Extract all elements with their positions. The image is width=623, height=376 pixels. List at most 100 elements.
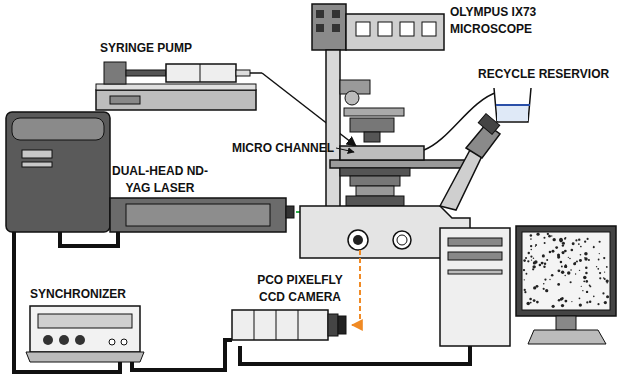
particle-dot xyxy=(524,289,526,291)
particle-dot xyxy=(586,280,589,283)
microscope xyxy=(356,186,394,196)
particle-dot xyxy=(604,301,607,304)
syringe-pump xyxy=(200,64,201,82)
particle-dot xyxy=(584,257,585,258)
particle-dot xyxy=(567,271,570,274)
particle-dot xyxy=(583,280,585,282)
particle-dot xyxy=(569,258,571,260)
ccd-camera xyxy=(232,310,328,340)
microscope xyxy=(340,168,410,176)
particle-dot xyxy=(584,252,587,255)
recycle-reservoir xyxy=(497,106,528,121)
particle-dot xyxy=(534,260,537,263)
particle-dot xyxy=(557,269,560,272)
particle-dot xyxy=(587,238,589,240)
computer xyxy=(448,252,502,260)
particle-dot xyxy=(544,278,546,280)
particle-dot xyxy=(526,302,530,306)
particle-dot xyxy=(543,266,545,268)
particle-dot xyxy=(558,299,561,302)
particle-dot xyxy=(525,257,527,259)
particle-dot xyxy=(530,255,532,257)
computer xyxy=(528,330,606,344)
synchronizer xyxy=(43,335,53,345)
laser-head xyxy=(110,198,286,232)
particle-dot xyxy=(530,249,532,251)
synchronizer xyxy=(75,335,85,345)
particle-dot xyxy=(552,250,555,253)
recycle-reservoir xyxy=(494,88,531,122)
particle-dot xyxy=(586,301,588,303)
particle-dot xyxy=(557,256,560,259)
cable xyxy=(132,340,232,370)
particle-dot xyxy=(532,265,535,268)
particle-dot xyxy=(579,303,582,306)
recycle-reservoir xyxy=(496,104,530,106)
particle-dot xyxy=(562,297,563,298)
synchronizer xyxy=(26,352,144,362)
microscope xyxy=(316,10,324,18)
part-label: OLYMPUS IX73 MICROSCOPE xyxy=(450,4,555,38)
microscope xyxy=(300,4,500,258)
particle-dot xyxy=(582,290,583,291)
microscope xyxy=(346,14,444,50)
particle-dot xyxy=(544,242,546,244)
particle-dot xyxy=(525,273,527,275)
particle-dot xyxy=(552,305,555,308)
particle-dot xyxy=(570,269,572,271)
microscope xyxy=(364,132,380,142)
cable xyxy=(240,346,470,364)
particle-dot xyxy=(578,238,580,240)
part-label: SYRINGE PUMP xyxy=(100,40,192,57)
syringe-pump xyxy=(96,84,256,90)
particle-dot xyxy=(549,279,550,280)
particle-dot xyxy=(597,303,599,305)
laser-power-supply xyxy=(6,112,110,232)
microscope xyxy=(346,196,404,206)
particle-dot xyxy=(604,278,606,280)
syringe-pump xyxy=(96,62,262,110)
laser-head xyxy=(286,206,294,218)
particle-dot xyxy=(536,233,539,236)
laser-head xyxy=(110,198,294,232)
microscope xyxy=(353,235,363,245)
particle-dot xyxy=(564,275,565,276)
leader-line xyxy=(336,148,354,152)
syringe-pump xyxy=(236,70,250,76)
outlet-tube xyxy=(424,92,498,150)
synchronizer xyxy=(109,339,115,345)
particle-dot xyxy=(573,262,576,265)
microscope xyxy=(345,91,359,105)
microscope xyxy=(400,22,414,36)
particle-dot xyxy=(533,258,534,259)
particle-dot xyxy=(598,259,600,261)
ccd-camera xyxy=(276,310,277,340)
particle-dot xyxy=(583,276,587,280)
microscope xyxy=(393,231,411,249)
particle-dot xyxy=(589,284,591,286)
microscope xyxy=(422,22,436,36)
particle-dot xyxy=(599,277,601,279)
particle-dot xyxy=(589,300,592,303)
computer xyxy=(448,238,502,246)
particle-dot xyxy=(544,263,546,265)
particle-dot xyxy=(523,269,525,271)
microscope xyxy=(312,4,346,50)
particle-dot xyxy=(579,270,580,271)
laser-power-supply xyxy=(6,112,110,232)
particle-dot xyxy=(530,234,532,236)
laser-power-supply xyxy=(12,118,104,140)
synchronizer xyxy=(26,306,144,362)
particle-dot xyxy=(543,288,545,290)
particle-dot xyxy=(568,257,569,258)
particle-dot xyxy=(543,288,545,290)
syringe-pump xyxy=(104,62,126,84)
particle-dot xyxy=(576,260,578,262)
particle-dot xyxy=(559,238,563,242)
microscope xyxy=(397,235,407,245)
particle-dot xyxy=(579,259,582,262)
particle-dot xyxy=(527,260,529,262)
particle-dot xyxy=(533,299,536,302)
particle-dot xyxy=(562,244,564,246)
micro-channel xyxy=(340,146,424,160)
